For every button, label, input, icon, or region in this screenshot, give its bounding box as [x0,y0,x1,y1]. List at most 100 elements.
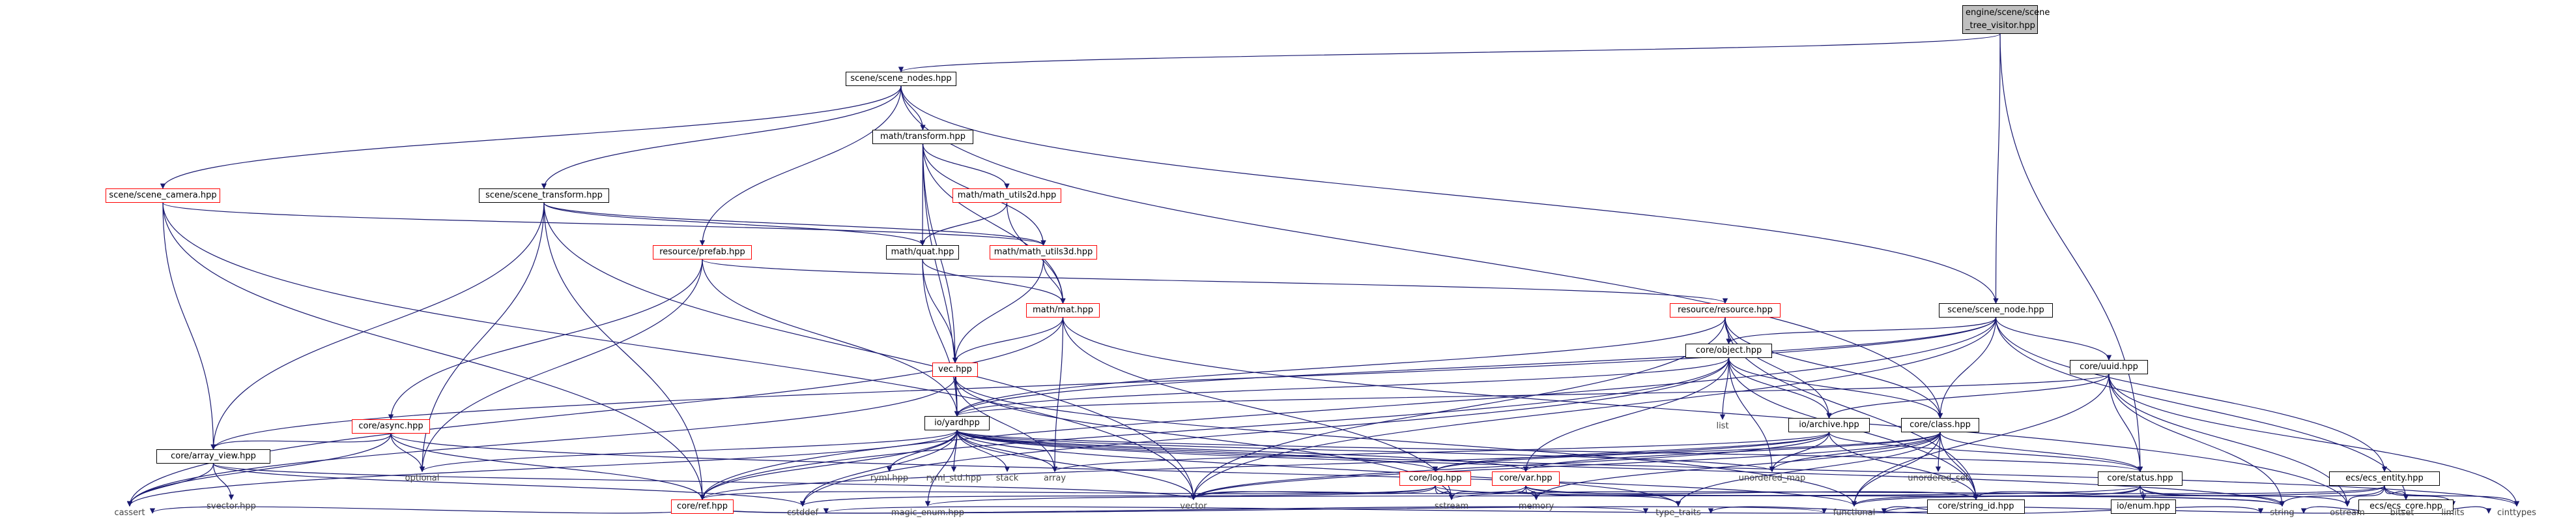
node-math-mat[interactable]: math/mat.hpp [1026,303,1100,318]
edge-io-yardhpp-to-core-ref [699,430,958,500]
node-core-var[interactable]: core/var.hpp [1492,471,1560,486]
edge-core-object-to-core-ref [699,357,1730,500]
edge-io-archive-to-array [1052,432,1830,472]
node-core-object[interactable]: core/object.hpp [1685,344,1772,358]
node-core-string-id[interactable]: core/string_id.hpp [1927,499,2025,514]
edge-scene-node-to-ecs-entity [1995,317,2388,472]
node-vec[interactable]: vec.hpp [932,363,978,377]
edge-scene-transform-to-core-array-view [210,202,545,450]
edge-core-uuid-to-io-archive [1826,374,2110,419]
edge-io-archive-to-core-status [1828,432,2143,472]
edge-io-yardhpp-to-cinttypes [956,430,2519,507]
edge-io-archive-to-core-log [1432,432,1830,472]
node-type-traits[interactable]: type_traits [1655,508,1701,518]
node-scene-camera[interactable]: scene/scene_camera.hpp [106,188,220,203]
edge-core-object-to-cstddef [799,357,1730,507]
node-ryml[interactable]: ryml.hpp [870,473,909,483]
edge-resource-resource-to-core-class [1724,317,1943,419]
node-array[interactable]: array [1043,473,1066,483]
node-math-transform[interactable]: math/transform.hpp [872,130,973,144]
edge-core-object-to-list [1719,357,1730,420]
node-cassert[interactable]: cassert [114,508,145,518]
node-cinttypes[interactable]: cinttypes [2497,508,2536,518]
node-optional[interactable]: optional [405,473,440,483]
node-io-yardhpp[interactable]: io/yardhpp [924,416,990,430]
edge-io-archive-to-unordered-map [1769,432,1830,472]
edge-io-yardhpp-to-core-log [956,430,1438,472]
edge-core-status-to-magic-enum [925,485,2141,507]
edge-core-class-to-core-var [1523,432,1941,472]
edge-scene-camera-to-core-ref [162,202,706,500]
node-svector[interactable]: svector.hpp [207,501,256,511]
edge-scene-nodes-to-scene-camera [160,85,902,189]
node-scene-node[interactable]: scene/scene_node.hpp [1939,303,2053,318]
node-ecs-core[interactable]: ecs/ecs_core.hpp [2358,499,2454,514]
edge-vec-to-functional [954,376,1857,507]
edge-io-yardhpp-to-optional [419,430,958,472]
node-sstream[interactable]: sstream [1434,501,1469,511]
node-stack[interactable]: stack [995,473,1019,483]
edge-scene-transform-to-core-ref [543,202,706,500]
node-math-utils3d[interactable]: math/math_utils3d.hpp [990,245,1097,260]
edge-math-mat-to-cassert [126,317,1064,507]
node-ecs-entity[interactable]: ecs/ecs_entity.hpp [2329,471,2440,486]
edge-scene-node-to-core-uuid [1995,317,2112,361]
node-ostream[interactable]: ostream [2330,508,2365,518]
edge-core-uuid-to-io-yardhpp [954,374,2110,417]
edge-core-class-to-unordered-map [1769,432,1941,472]
node-list[interactable]: list [1716,421,1729,431]
node-core-uuid[interactable]: core/uuid.hpp [2070,360,2148,374]
node-core-log[interactable]: core/log.hpp [1399,471,1471,486]
edge-ecs-entity-to-cinttypes [2384,485,2520,507]
edge-core-array-view-to-cassert [126,463,214,507]
edge-resource-prefab-to-resource-resource [702,259,1728,304]
node-math-utils2d[interactable]: math/math_utils2d.hpp [952,188,1061,203]
edge-io-yardhpp-to-magic-enum [924,430,958,507]
edge-resource-prefab-to-optional [419,259,703,472]
node-bitset[interactable]: bitset [2390,508,2414,518]
node-math-quat[interactable]: math/quat.hpp [886,245,959,260]
edge-core-var-to-vector [1190,485,1526,500]
node-core-class[interactable]: core/class.hpp [1901,418,1979,432]
node-memory[interactable]: memory [1518,501,1554,511]
edge-resource-prefab-to-core-async [388,259,703,420]
edge-math-mat-to-vec [952,317,1064,363]
edge-math-quat-to-vec [922,259,958,363]
node-functional[interactable]: functional [1833,508,1876,518]
node-string[interactable]: string [2270,508,2295,518]
edge-core-array-view-to-svector [212,463,235,500]
edge-core-class-to-core-string-id [1939,432,1979,500]
edge-scene-node-to-core-class [1937,317,1997,419]
node-magic-enum[interactable]: magic_enum.hpp [891,508,965,518]
edge-core-array-view-to-vector [212,463,1196,500]
node-resource-resource[interactable]: resource/resource.hpp [1670,303,1781,318]
node-limits[interactable]: limits [2441,508,2465,518]
edge-io-yardhpp-to-string [956,430,2285,507]
edge-resource-prefab-to-io-yardhpp [702,259,960,417]
edge-ecs-entity-to-string [2279,485,2385,507]
node-scene-nodes[interactable]: scene/scene_nodes.hpp [846,72,956,86]
node-core-ref[interactable]: core/ref.hpp [671,499,734,514]
node-core-async[interactable]: core/async.hpp [352,419,430,434]
node-root[interactable]: engine/scene/scene _tree_visitor.hpp [1962,5,2050,34]
edge-io-yardhpp-to-core-var [956,430,1528,472]
edge-math-utils2d-to-math-quat [919,202,1008,246]
edge-resource-resource-to-io-archive [1724,317,1832,419]
edge-core-uuid-to-functional [1851,374,2110,507]
node-core-status[interactable]: core/status.hpp [2098,471,2182,486]
edge-scene-node-to-ecs-core [1995,317,2409,500]
edge-core-status-to-ostream [2140,485,2351,507]
edge-math-transform-to-math-utils2d [922,143,1010,189]
node-core-array-view[interactable]: core/array_view.hpp [156,449,270,464]
edge-ecs-entity-to-sstream [1449,485,2385,500]
node-vector[interactable]: vector [1180,501,1207,511]
node-unordered-map[interactable]: unordered_map [1738,473,1806,483]
node-ryml-std[interactable]: ryml_std.hpp [926,473,982,483]
node-cstddef[interactable]: cstddef [786,508,819,518]
node-io-enum[interactable]: io/enum.hpp [2111,499,2176,514]
edge-scene-camera-to-core-array-view [162,202,216,450]
node-io-archive[interactable]: io/archive.hpp [1788,418,1870,432]
node-unordered-set[interactable]: unordered_set [1908,473,1969,483]
node-scene-transform[interactable]: scene/scene_transform.hpp [479,188,609,203]
node-resource-prefab[interactable]: resource/prefab.hpp [653,245,752,260]
